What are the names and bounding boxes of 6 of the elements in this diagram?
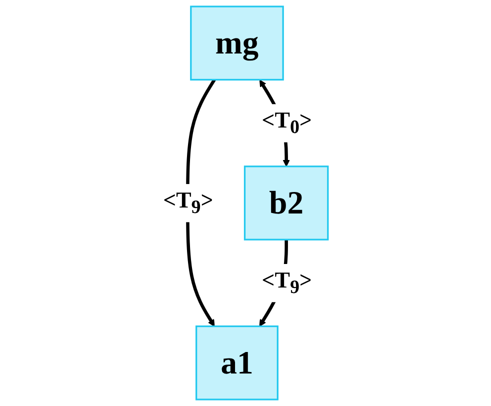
edge-label: <T$_{9}$> — [163, 188, 214, 218]
node-box: b2 — [244, 166, 329, 240]
node-box: mg — [190, 6, 284, 81]
edge-label: <T$_{0}$> — [262, 108, 312, 138]
edge-label: <T$_{9}$> — [262, 268, 312, 298]
node-box: a1 — [196, 325, 278, 400]
